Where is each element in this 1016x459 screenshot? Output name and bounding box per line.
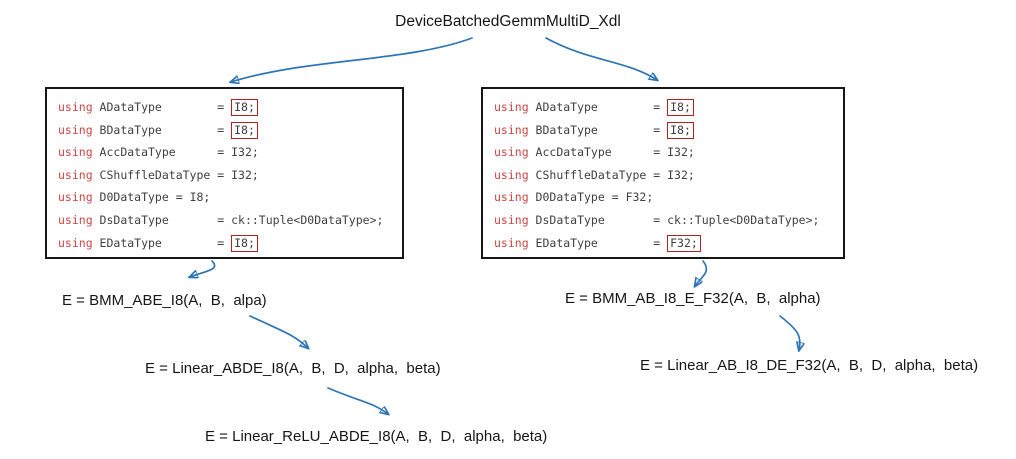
code-keyword: using (58, 235, 93, 250)
code-line: using AccDataType = I32; (58, 141, 398, 164)
code-value: ck::Tuple<D0DataType>; (667, 212, 820, 227)
code-value: I32; (231, 145, 259, 160)
code-text: AccDataType = (92, 145, 232, 160)
code-value: I8; (189, 190, 211, 205)
arrow-left-box-to-bmm-label (190, 260, 216, 277)
arrow-title-to-right-box (545, 37, 657, 80)
code-text: ADataType = (528, 100, 668, 114)
arrow-right-bmm-to-linear-label (779, 315, 800, 350)
code-text: BDataType = (92, 122, 232, 137)
code-keyword: using (58, 212, 93, 227)
code-line: using DsDataType = ck::Tuple<D0DataType>… (58, 209, 398, 232)
code-value: I8; (231, 121, 258, 139)
code-keyword: using (58, 190, 93, 205)
arrow-right-box-to-bmm-label (695, 260, 708, 286)
code-text: D0DataType = (528, 190, 626, 205)
code-text: AccDataType = (528, 145, 668, 160)
code-value: ck::Tuple<D0DataType>; (231, 212, 384, 227)
code-value: F32; (625, 190, 654, 205)
code-keyword: using (494, 100, 529, 114)
code-line: using CShuffleDataType = I32; (58, 164, 398, 187)
label-linear-abde-i8: E = Linear_ABDE_I8(A, B, D, alpha, beta) (145, 360, 441, 377)
code-text: CShuffleDataType = (92, 167, 232, 182)
code-keyword: using (58, 100, 93, 114)
code-line: using BDataType = I8; (58, 119, 398, 142)
label-linear-relu-abde-i8: E = Linear_ReLU_ABDE_I8(A, B, D, alpha, … (205, 428, 548, 445)
code-keyword: using (58, 145, 93, 160)
code-value: I8; (667, 99, 694, 116)
code-value: I32; (667, 167, 695, 182)
code-text: CShuffleDataType = (528, 167, 668, 182)
arrow-linear-to-relu-label (327, 387, 388, 414)
arrow-bmm-to-linear-label (249, 315, 308, 348)
code-keyword: using (494, 167, 529, 182)
code-keyword: using (494, 122, 529, 137)
code-value: F32; (667, 234, 701, 252)
code-line: using CShuffleDataType = I32; (494, 164, 839, 187)
code-keyword: using (494, 190, 529, 205)
code-value: I8; (231, 99, 258, 116)
code-value: I8; (231, 234, 258, 252)
code-line: using ADataType = I8; (494, 96, 839, 119)
code-line: using EDataType = F32; (494, 232, 839, 255)
code-value: I32; (667, 145, 695, 160)
code-text: D0DataType = (92, 190, 190, 205)
diagram-title: DeviceBatchedGemmMultiD_Xdl (395, 13, 621, 30)
code-box-right: using ADataType = I8; using BDataType = … (481, 87, 845, 259)
code-text: BDataType = (528, 122, 668, 137)
code-line: using ADataType = I8; (58, 96, 398, 119)
code-text: ADataType = (92, 100, 232, 114)
code-line: using EDataType = I8; (58, 232, 398, 255)
label-linear-ab-i8-de-f32: E = Linear_AB_I8_DE_F32(A, B, D, alpha, … (640, 357, 979, 374)
code-keyword: using (58, 167, 93, 182)
code-line: using D0DataType = F32; (494, 186, 839, 209)
code-text: DsDataType = (528, 212, 668, 227)
code-text: EDataType = (92, 235, 232, 250)
code-keyword: using (494, 145, 529, 160)
code-value: I8; (667, 121, 694, 139)
code-box-left: using ADataType = I8; using BDataType = … (45, 87, 404, 259)
code-line: using DsDataType = ck::Tuple<D0DataType>… (494, 209, 839, 232)
code-line: using AccDataType = I32; (494, 141, 839, 164)
label-bmm-ab-i8-e-f32: E = BMM_AB_I8_E_F32(A, B, alpha) (565, 290, 821, 307)
label-bmm-abe-i8: E = BMM_ABE_I8(A, B, alpa) (62, 292, 267, 309)
code-value: I32; (231, 167, 259, 182)
code-keyword: using (494, 212, 529, 227)
code-text: EDataType = (528, 235, 668, 250)
arrow-title-to-left-box (231, 37, 473, 82)
code-keyword: using (58, 122, 93, 137)
code-line: using BDataType = I8; (494, 119, 839, 142)
code-keyword: using (494, 235, 529, 250)
code-line: using D0DataType = I8; (58, 186, 398, 209)
code-text: DsDataType = (92, 212, 232, 227)
